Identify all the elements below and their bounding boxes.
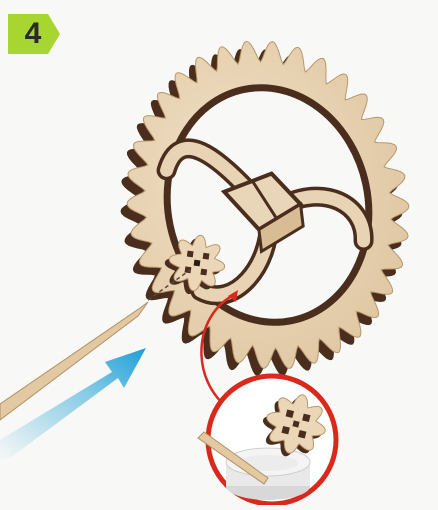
step-badge: 4 [8, 14, 60, 54]
detail-inset [198, 376, 336, 504]
step-number: 4 [18, 16, 48, 52]
large-gear [89, 15, 438, 403]
